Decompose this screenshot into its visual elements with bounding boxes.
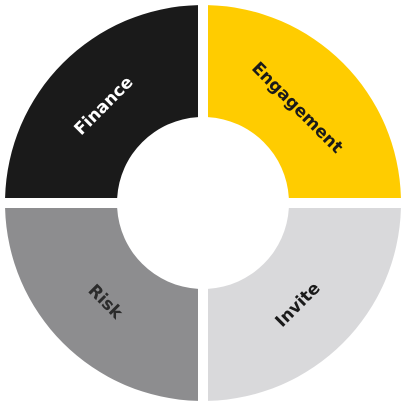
- ring-segments: [5, 5, 401, 401]
- segment-finance: [5, 5, 199, 199]
- segment-engagement: [208, 5, 401, 199]
- segment-invite: [208, 208, 401, 401]
- segment-risk: [5, 208, 199, 401]
